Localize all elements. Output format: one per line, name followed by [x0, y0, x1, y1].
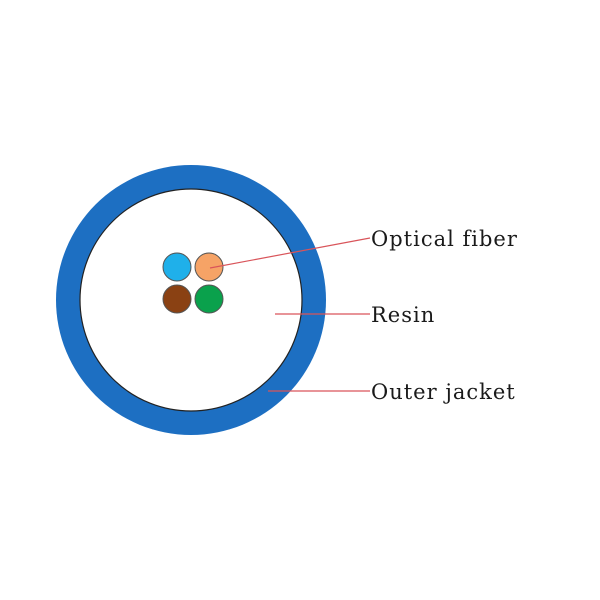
fiber-brown — [162, 284, 192, 314]
fiber-orange — [194, 252, 224, 282]
optical-fiber-label: Optical fiber — [371, 227, 518, 251]
fiber-blue — [162, 252, 192, 282]
optical-fiber-leader-line — [209, 237, 371, 269]
outer-jacket-label: Outer jacket — [371, 380, 516, 404]
resin-label: Resin — [371, 303, 435, 327]
fiber-green — [194, 284, 224, 314]
